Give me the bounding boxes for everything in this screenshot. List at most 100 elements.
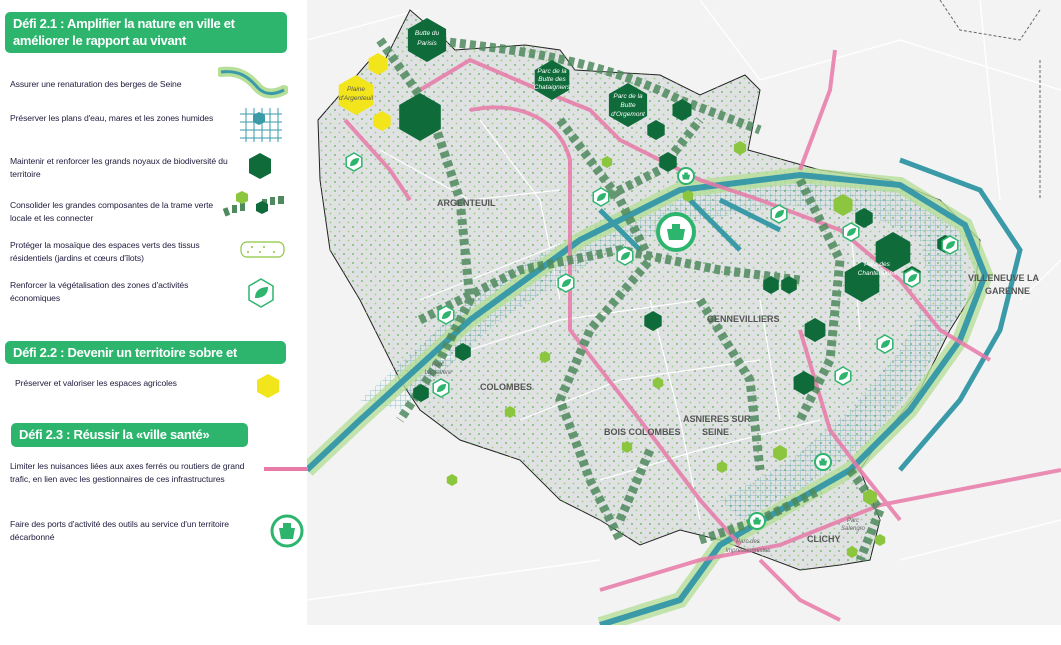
neighbouring-commune-boundary: [939, 0, 1041, 200]
green-corridor-icon: [222, 191, 284, 217]
local-green-hexagon-icon: [773, 445, 787, 461]
pink-line-icon: [264, 467, 308, 471]
leaf-icon: [621, 252, 630, 260]
leaf-icon: [946, 241, 955, 249]
river-bank-icon: [218, 66, 288, 99]
wetland-grid-icon: [240, 108, 282, 142]
legend-item-label: Faire des ports d'activité des outils au…: [10, 519, 229, 542]
park-label: Lagravère: [424, 370, 452, 376]
biodiversity-core-hexagon-icon: [413, 384, 429, 402]
legend-header-defi-2-1: Défi 2.1 : Amplifier la nature en ville …: [5, 12, 287, 53]
biodiversity-core-hexagon-icon: [534, 60, 570, 100]
wetland-zones: [360, 175, 965, 520]
biodiversity-core-hexagon-icon: [644, 311, 662, 331]
biodiversity-core-hexagon-icon: [407, 18, 447, 62]
yellow-hexagon-icon: [257, 374, 279, 398]
biodiversity-core-hexagon-icon: [399, 93, 441, 141]
leaf-icon: [775, 210, 784, 218]
local-green-hexagon-icon: [863, 489, 877, 505]
city-label-bois-colombes: BOIS COLOMBES: [604, 427, 681, 437]
biodiversity-core-hexagon-icon: [455, 343, 471, 361]
legend-item-label: Maintenir et renforcer les grands noyaux…: [10, 156, 228, 179]
park-label: Parc des: [736, 539, 760, 545]
major-traffic-axes: [343, 49, 1061, 622]
park-label: Butte du: [415, 30, 440, 37]
park-label: Parc: [847, 518, 859, 524]
boat-icon: [667, 224, 685, 240]
city-label-asnieres-line2: SEINE: [702, 427, 729, 437]
local-green-hexagon-icon: [652, 377, 664, 389]
street-network-background: [307, 0, 1061, 601]
park-label: Chataigniers: [534, 84, 571, 91]
legend-item-label: Limiter les nuisances liées aux axes fer…: [10, 461, 245, 484]
legend-item-label: Renforcer la végétalisation des zones d'…: [10, 280, 189, 303]
map-legend: Défi 2.1 : Amplifier la nature en ville …: [0, 0, 308, 645]
leaf-icon: [437, 384, 446, 392]
city-label-villeneuve-line1: VILLENEUVE LA: [968, 273, 1040, 283]
city-label-clichy: CLICHY: [807, 534, 841, 544]
local-green-hexagon-icon: [733, 141, 747, 155]
park-label: Parc de la: [537, 68, 567, 75]
park-label: d'Orgemont: [611, 111, 646, 118]
park-label: Parc des: [864, 261, 890, 268]
biodiversity-core-hexagon-icon: [875, 232, 911, 272]
park-label: Parc: [432, 362, 444, 368]
dark-hexagon-icon: [249, 153, 271, 179]
biodiversity-core-hexagon-icon: [647, 120, 665, 140]
leaf-icon: [442, 311, 451, 319]
leaf-icon: [881, 340, 890, 348]
legend-item-label: Préserver et valoriser les espaces agric…: [15, 378, 177, 388]
local-green-hexagon-icon: [601, 156, 613, 168]
local-green-hexagon-icon: [833, 194, 853, 216]
city-label-argenteuil: ARGENTEUIL: [437, 198, 496, 208]
leaf-icon: [839, 372, 848, 380]
legend-item-label: Préserver les plans d'eau, mares et les …: [10, 113, 214, 123]
seine-river-outer-arm: [898, 157, 1023, 472]
biodiversity-core-hexagon-icon: [763, 276, 779, 294]
boat-icon: [819, 458, 827, 466]
park-label: Parisis: [417, 40, 437, 47]
local-green-hexagon-icon: [504, 406, 516, 418]
local-green-hexagon-icon: [716, 461, 728, 473]
biodiversity-core-hexagon-icon: [793, 371, 815, 395]
park-label: Plaine: [347, 86, 365, 93]
legend-item-label: Protéger la mosaïque des espaces verts d…: [10, 240, 200, 263]
residential-green-mosaic: [318, 10, 980, 570]
port-basins: [598, 197, 782, 252]
leaf-icon: [350, 158, 359, 166]
local-green-hexagon-icon: [539, 351, 551, 363]
port-icon: [270, 514, 304, 548]
park-label: d'Argenteuil: [339, 95, 374, 102]
biodiversity-core-hexagon-icon: [781, 276, 797, 294]
leaf-hexagon-icon: [248, 278, 274, 308]
legend-item-label: Assurer une renaturation des berges de S…: [10, 79, 182, 89]
biodiversity-core-hexagon-icon: [844, 262, 880, 302]
agricultural-space-hexagon-icon: [373, 111, 391, 131]
park-label: Chanteraines: [858, 270, 897, 277]
legend-item-label: Consolider les grandes composantes de la…: [10, 200, 214, 223]
leaf-icon: [908, 274, 917, 282]
leaf-icon: [847, 228, 856, 236]
city-label-asnieres-line1: ASNIERES SUR: [683, 414, 751, 424]
city-label-colombes: COLOMBES: [480, 382, 532, 392]
park-label: Salengro: [841, 526, 866, 532]
park-label: Impressionnistes: [725, 548, 770, 554]
city-label-gennevilliers: GENNEVILLIERS: [707, 314, 780, 324]
leaf-icon: [597, 193, 606, 201]
local-green-hexagon-icon: [874, 534, 886, 546]
agricultural-space-hexagon-icon: [368, 53, 388, 75]
biodiversity-core-hexagon-icon: [672, 99, 692, 121]
boat-icon: [753, 517, 761, 525]
park-label: Parc de la: [613, 93, 643, 100]
local-green-hexagon-icon: [846, 546, 858, 558]
biodiversity-core-hexagon-icon: [804, 318, 826, 342]
local-green-hexagon-icon: [621, 441, 633, 453]
legend-header-defi-2-2: Défi 2.2 : Devenir un territoire sobre e…: [5, 341, 286, 377]
legend-header-defi-2-3: Défi 2.3 : Réussir la «ville santé»: [11, 423, 248, 447]
local-green-hexagon-icon: [446, 474, 458, 486]
park-label: Butte des: [538, 76, 566, 83]
map-labels: ARGENTEUIL GENNEVILLIERS COLOMBES BOIS C…: [339, 30, 1040, 554]
park-label: Butte: [620, 102, 636, 109]
biodiversity-core-hexagon-icon: [855, 208, 873, 228]
territory-map[interactable]: ARGENTEUIL GENNEVILLIERS COLOMBES BOIS C…: [307, 0, 1061, 625]
